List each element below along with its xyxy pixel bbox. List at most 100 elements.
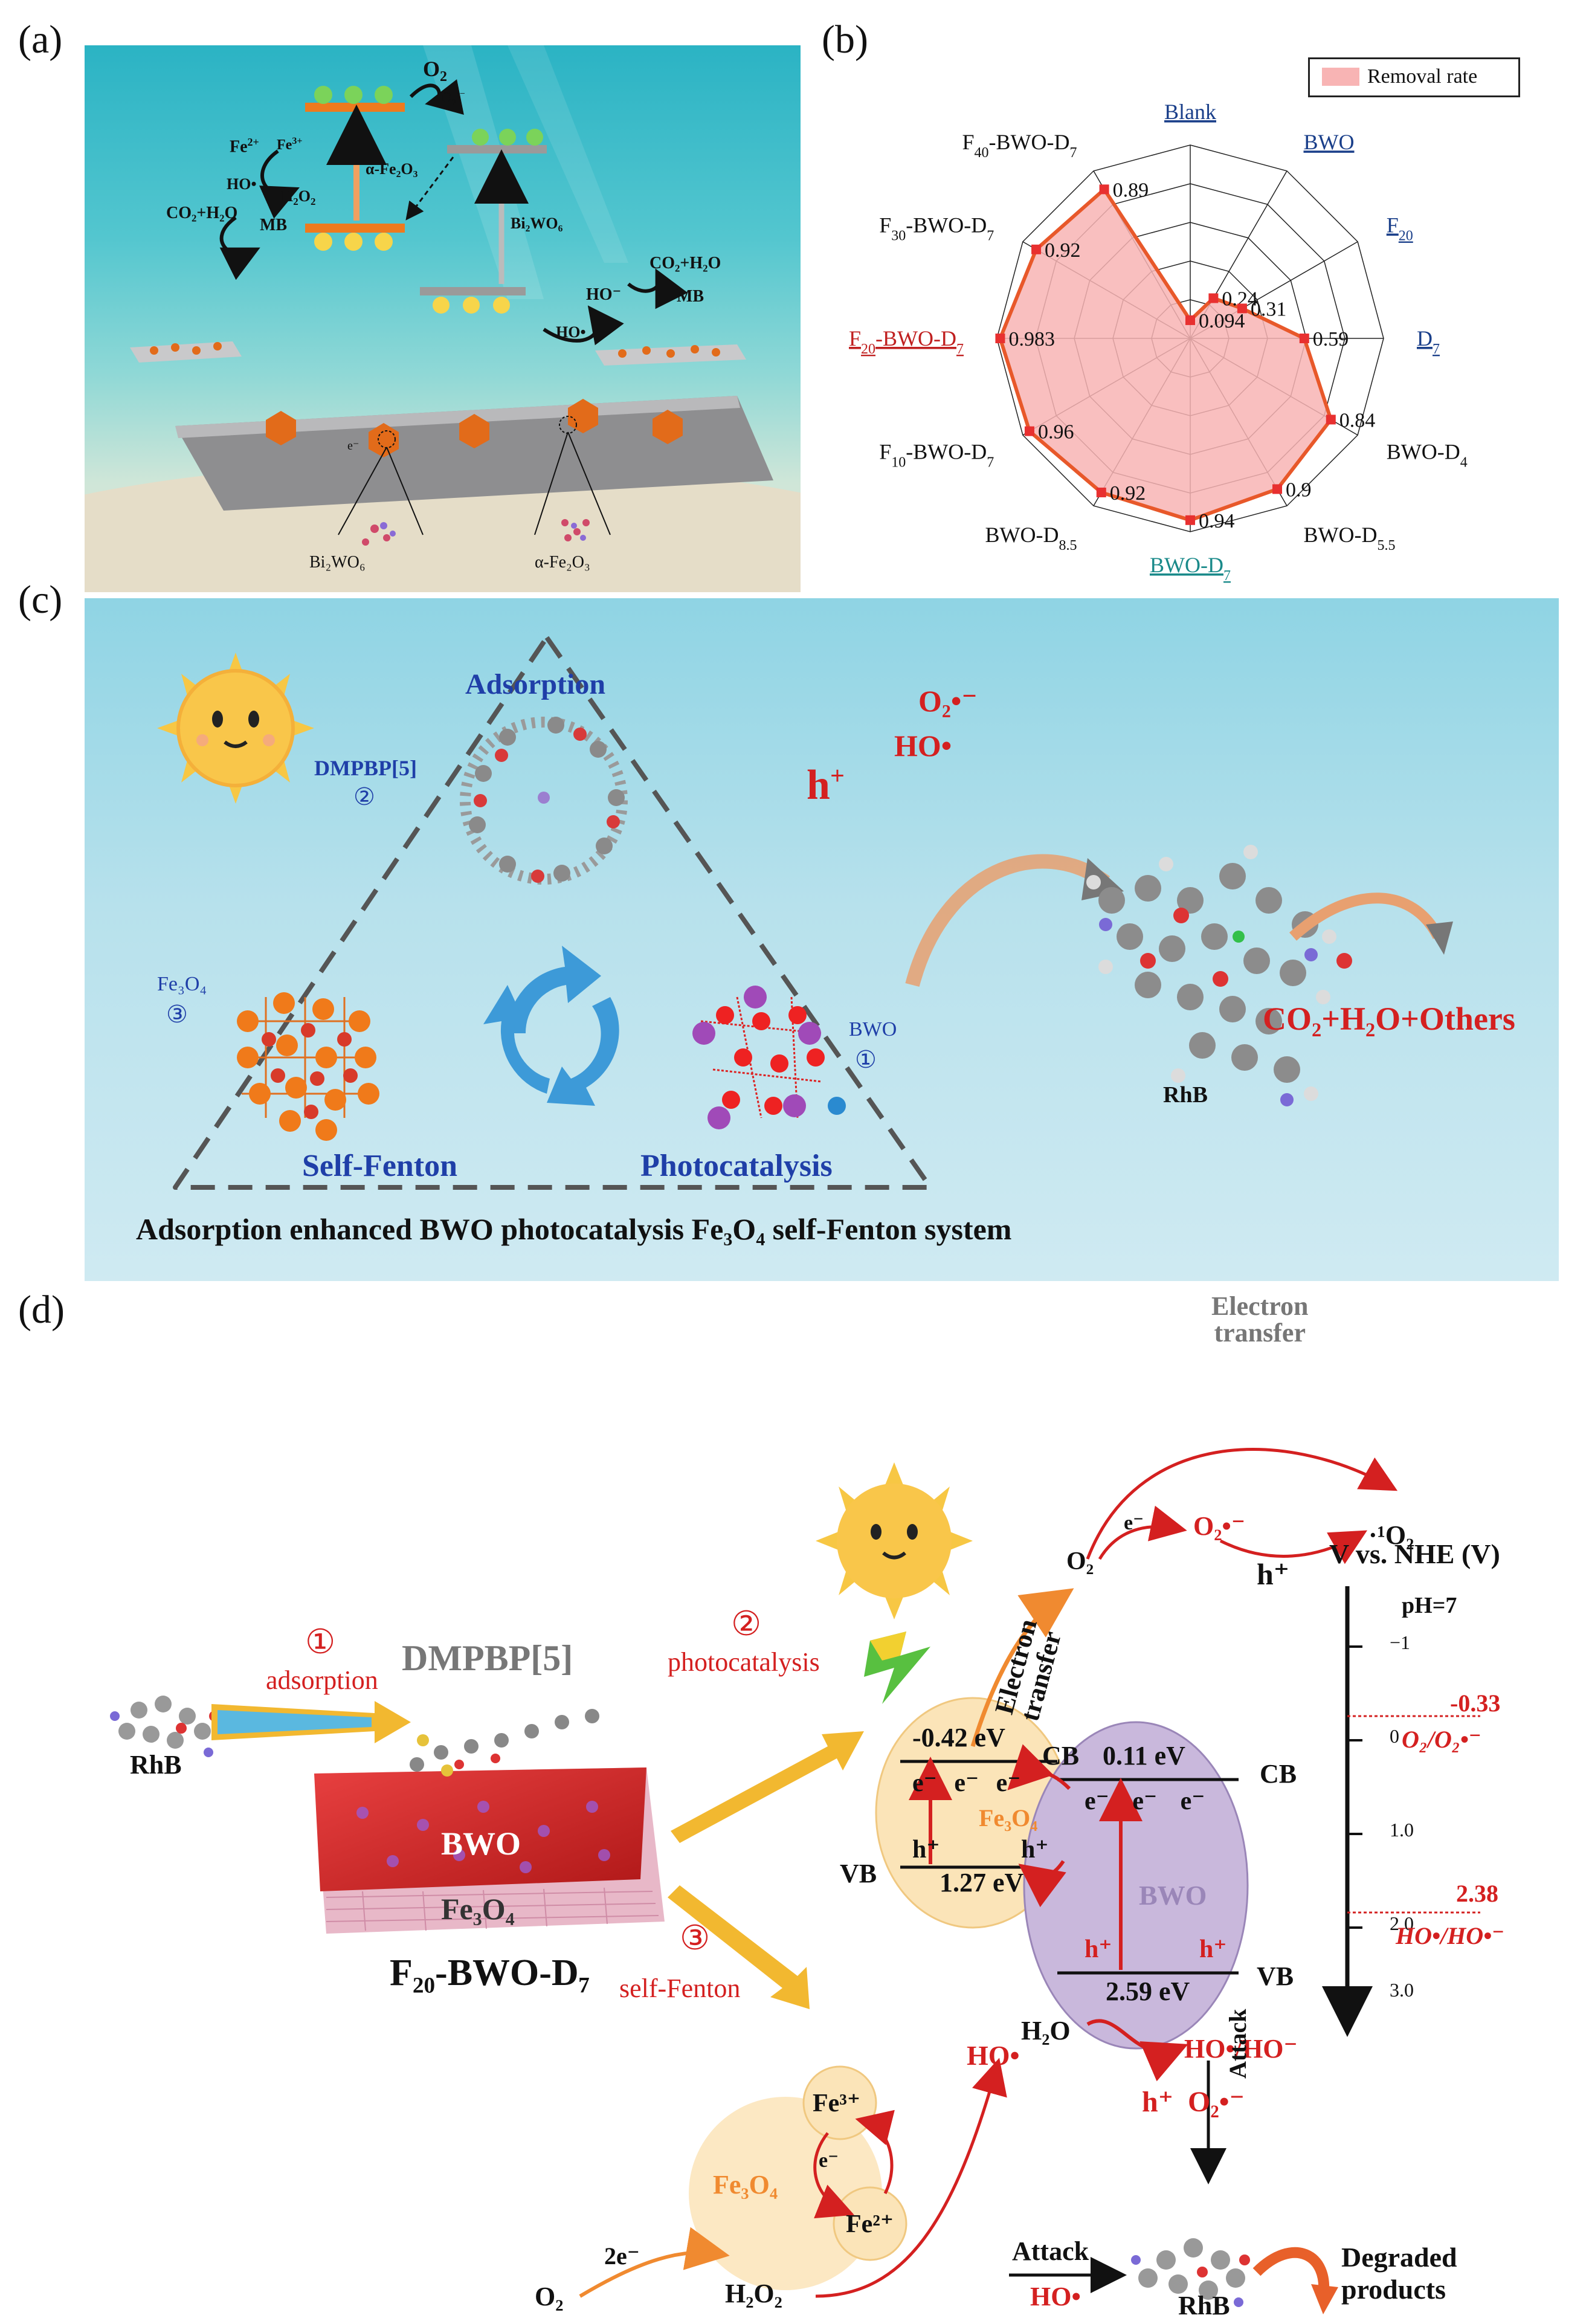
d-fe3o4-cycle: Fe₃O₄ xyxy=(713,2170,778,2200)
d-bwo-electrons: e⁻ e⁻ e⁻ xyxy=(1085,1787,1205,1815)
radar-category-label: BWO-D5.5 xyxy=(1304,523,1396,554)
a-fe2o3-caption: α-Fe₂O₃ xyxy=(535,553,590,572)
d-num1: ① xyxy=(305,1624,336,1661)
d-num3: ③ xyxy=(680,1920,711,1957)
a-ho-minus: HO⁻ xyxy=(586,285,622,304)
legend: Removal rate xyxy=(1308,57,1520,97)
macrocycle-molecule xyxy=(460,717,628,885)
electrons-bwo xyxy=(472,129,543,146)
legend-swatch xyxy=(1322,68,1359,86)
panel-b-label: (b) xyxy=(822,18,868,62)
a-ho-dot-right: HO• xyxy=(556,323,586,341)
d-fe-electrons: e⁻ e⁻ e⁻ xyxy=(912,1769,1021,1797)
radar-category-label: F10-BWO-D7 xyxy=(879,440,994,471)
d-singlet-o2: ·¹O₂ xyxy=(1368,1520,1414,1550)
radar-point xyxy=(1099,184,1109,195)
radar-point xyxy=(1208,293,1219,303)
d-o2-bottom: O₂ xyxy=(535,2282,564,2311)
d-bwo-cb-value: 0.11 eV xyxy=(1103,1741,1185,1770)
a-alpha-fe2o3: α-Fe₂O₃ xyxy=(366,160,418,178)
sun-icon-d xyxy=(816,1462,973,1619)
holes-fe2o3 xyxy=(314,233,393,251)
c-fe3o4: Fe₃O₄ xyxy=(157,973,207,995)
panel-a-label: (a) xyxy=(18,18,63,62)
d-o2: O₂ xyxy=(1066,1548,1094,1575)
radar-category-label: BWO-D8.5 xyxy=(985,523,1077,554)
d-dmpbp: DMPBP[5] xyxy=(402,1638,573,1678)
panel-a-svg xyxy=(85,45,801,592)
d-tick-3: 3.0 xyxy=(1390,1979,1414,2001)
d-superoxide: O₂•⁻ xyxy=(1193,1511,1246,1541)
radar-category-label: BWO xyxy=(1304,130,1355,154)
d-ph: pH=7 xyxy=(1402,1593,1457,1618)
radar-point xyxy=(1237,303,1247,314)
c-num1: ① xyxy=(855,1046,877,1073)
d-ho-free: HO• xyxy=(967,2040,1020,2071)
c-superoxide: O₂•⁻ xyxy=(918,684,978,718)
radar-value-label: 0.94 xyxy=(1199,510,1235,532)
d-fe3: Fe³⁺ xyxy=(813,2090,861,2117)
d-bwo-block: BWO xyxy=(441,1825,521,1862)
d-h2o: H₂O xyxy=(1021,2016,1071,2045)
d-attack-ho: HO• xyxy=(1030,2282,1081,2311)
d-fe3o4-label: Fe₃O₄ xyxy=(979,1804,1038,1832)
photocatalysis-arrow xyxy=(671,1731,864,1843)
d-bwo-holes: h⁺ xyxy=(1085,1935,1112,1963)
radar-category-label: F40-BWO-D7 xyxy=(962,130,1077,161)
c-adsorption: Adsorption xyxy=(465,668,606,700)
holes-bwo xyxy=(433,297,510,314)
d-rhb-bottom: RhB xyxy=(1178,2291,1230,2320)
a-bi2wo6-caption: Bi₂WO₆ xyxy=(309,553,366,572)
panel-a-illustration: O2 O2·− Fe2+ Fe3+ HO• H2O2 CO₂+H₂O MB α-… xyxy=(85,45,801,592)
d-fe-vb-value: 1.27 eV xyxy=(940,1868,1024,1897)
d-fe-vb-label: VB xyxy=(840,1859,877,1888)
d-ho-potential: 2.38 xyxy=(1456,1880,1498,1907)
radar-value-label: 0.92 xyxy=(1110,482,1146,505)
fe2o3-vb xyxy=(305,224,405,233)
a-bi2wo6-band: Bi₂WO₆ xyxy=(511,215,563,232)
cycle-arrows-icon xyxy=(483,946,619,1106)
radar-point xyxy=(1024,426,1034,436)
c-products: CO₂+H₂O+Others xyxy=(1263,1001,1515,1037)
radar-point xyxy=(1185,315,1195,325)
self-fenton-arrow xyxy=(668,1885,810,2009)
c-dmpbp: DMPBP[5] xyxy=(314,756,417,780)
d-tick-1: 1.0 xyxy=(1390,1819,1414,1841)
radar-point xyxy=(1326,415,1336,425)
panel-d-label: (d) xyxy=(18,1288,65,1332)
d-bwo-label: BWO xyxy=(1139,1880,1207,1911)
d-ho-couple: HO•/HO•⁻ xyxy=(1396,1922,1505,1949)
a-superoxide-label: O2·− xyxy=(441,89,465,108)
radar-category-label: F20 xyxy=(1387,213,1413,244)
rhb-bottom-molecule xyxy=(1131,2238,1250,2307)
c-caption: Adsorption enhanced BWO photocatalysis F… xyxy=(136,1212,1012,1246)
d-tick-neg1: −1 xyxy=(1390,1632,1411,1653)
a-fe2-label: Fe2+ xyxy=(230,136,259,157)
legend-label: Removal rate xyxy=(1367,65,1478,88)
radar-chart: 0.0940.240.310.590.840.90.940.920.960.98… xyxy=(849,100,1468,584)
d-photocatalysis: photocatalysis xyxy=(668,1647,820,1677)
radar-point xyxy=(1031,244,1042,254)
radar-value-label: 0.96 xyxy=(1038,421,1074,444)
composite-slab xyxy=(314,1709,665,1934)
d-bwo-holes-2: h⁺ xyxy=(1199,1935,1227,1963)
d-fe-holes-2: h⁺ xyxy=(1021,1836,1049,1864)
d-attack-vertical: Attack xyxy=(1224,2009,1251,2079)
radar-value-label: 0.31 xyxy=(1251,298,1287,320)
d-h-plus-crossed: h⁺ xyxy=(1257,1557,1290,1591)
d-h-plus-o2: h⁺ O₂•⁻ xyxy=(1142,2086,1245,2118)
d-e-to-o2: e⁻ xyxy=(1124,1512,1144,1534)
d-bwo-cb-label: CB xyxy=(1260,1759,1297,1789)
c-hydroxyl: HO• xyxy=(894,729,952,763)
c-photocatalysis: Photocatalysis xyxy=(640,1149,833,1183)
panel-d-svg xyxy=(110,1448,1480,2314)
panel-c-label: (c) xyxy=(18,578,63,622)
d-fe3o4-block: Fe₃O₄ xyxy=(441,1892,515,1926)
radar-value-label: 0.9 xyxy=(1286,479,1312,501)
panel-c-box: Adsorption DMPBP[5] ② Fe₃O₄ ③ BWO ① Self… xyxy=(85,598,1559,1281)
radar-value-label: 0.92 xyxy=(1045,239,1081,262)
radar-value-label: 0.094 xyxy=(1199,310,1245,332)
radar-point xyxy=(1185,515,1195,525)
d-fe-cb-value: -0.42 eV xyxy=(912,1723,1005,1752)
